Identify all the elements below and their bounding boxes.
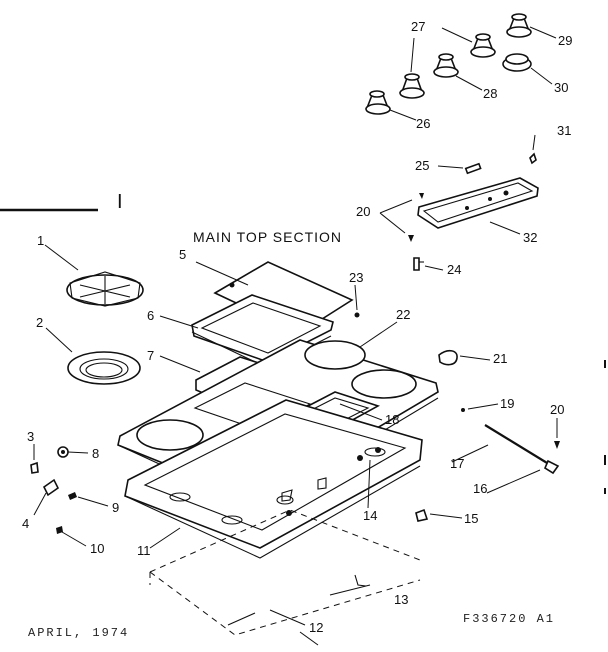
hardware-4 (42, 478, 60, 497)
diagram-title: MAIN TOP SECTION (193, 229, 342, 245)
clip-25 (464, 162, 482, 175)
knob-26 (365, 90, 391, 115)
hardware-15 (415, 508, 429, 522)
label-10: 10 (90, 541, 104, 556)
bracket-24 (413, 257, 424, 271)
base-12 (149, 509, 421, 636)
label-4: 4 (22, 516, 29, 531)
footer-date: APRIL, 1974 (28, 626, 129, 640)
label-26: 26 (416, 116, 430, 131)
label-16: 16 (473, 481, 487, 496)
label-13: 13 (394, 592, 408, 607)
label-28: 28 (483, 86, 497, 101)
label-22: 22 (396, 307, 410, 322)
label-32: 32 (523, 230, 537, 245)
label-15: 15 (464, 511, 478, 526)
burner-head-1 (66, 271, 144, 307)
screw-20-upper (408, 193, 424, 242)
screw-20-right (554, 441, 560, 449)
label-14: 14 (363, 508, 377, 523)
edge-marks (604, 360, 606, 494)
label-7: 7 (147, 348, 154, 363)
label-12: 12 (309, 620, 323, 635)
clip-21 (438, 349, 458, 366)
label-27: 27 (411, 19, 425, 34)
hardware-19 (461, 408, 465, 412)
label-24: 24 (447, 262, 461, 277)
label-21: 21 (493, 351, 507, 366)
knob-27 (399, 73, 425, 99)
drip-ring-2 (67, 351, 141, 385)
label-18: 18 (385, 412, 399, 427)
control-panel-32 (417, 177, 539, 229)
label-6: 6 (147, 308, 154, 323)
label-20-upper: 20 (356, 204, 370, 219)
knob-29 (506, 13, 532, 38)
rod-17 (484, 424, 560, 475)
label-17: 17 (450, 456, 464, 471)
hardware-10 (56, 526, 63, 534)
label-31: 31 (557, 123, 571, 138)
footer-code: F336720 A1 (463, 612, 555, 626)
knob-28 (433, 53, 459, 78)
hardware-3 (30, 461, 39, 474)
label-19: 19 (500, 396, 514, 411)
label-11: 11 (137, 543, 151, 558)
knob-27b (470, 33, 496, 58)
label-30: 30 (554, 80, 568, 95)
knob-30-cap (502, 53, 532, 72)
label-3: 3 (27, 429, 34, 444)
label-25: 25 (415, 158, 429, 173)
hardware-8 (57, 446, 69, 458)
label-5: 5 (179, 247, 186, 262)
label-20-right: 20 (550, 402, 564, 417)
leader-lines (33, 26, 558, 646)
part-labels: 1 2 3 4 5 6 7 8 9 10 11 12 13 14 15 16 1… (22, 19, 572, 635)
clip-31 (529, 152, 537, 165)
hardware-9 (68, 492, 77, 500)
label-23: 23 (349, 270, 363, 285)
misc-marks (281, 477, 367, 587)
burner-box-11 (124, 399, 423, 559)
label-2: 2 (36, 315, 43, 330)
label-9: 9 (112, 500, 119, 515)
label-8: 8 (92, 446, 99, 461)
section-mark: I (117, 191, 124, 213)
label-29: 29 (558, 33, 572, 48)
hardware-14 (357, 447, 381, 461)
hardware-23 (354, 312, 360, 318)
label-1: 1 (37, 233, 44, 248)
